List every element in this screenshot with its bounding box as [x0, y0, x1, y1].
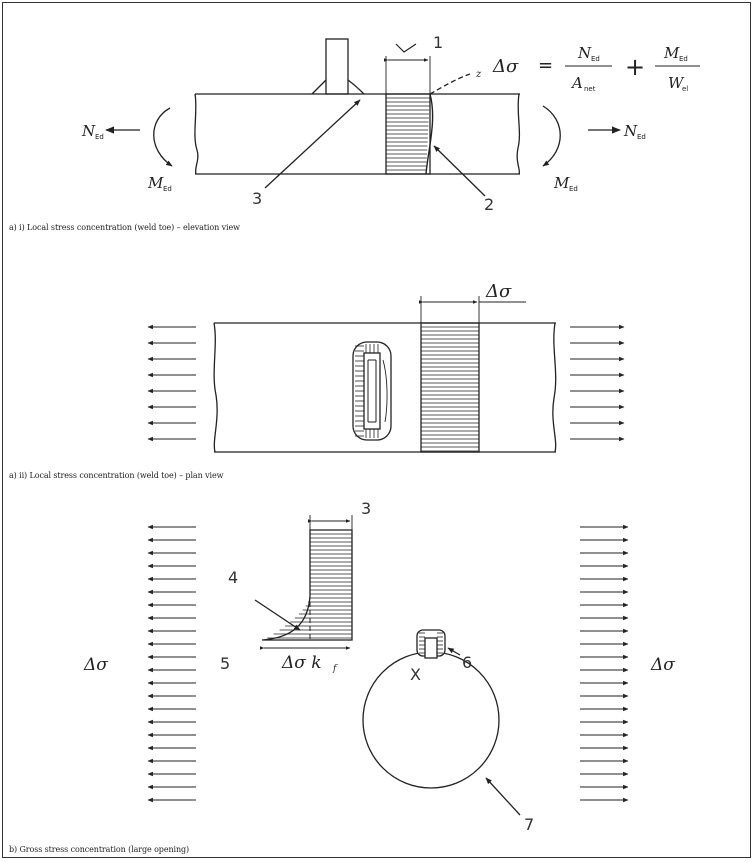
weld-right [347, 79, 365, 95]
panel-b-gross [147, 515, 629, 816]
panel-a2-plan [147, 296, 625, 453]
gross-load-arrows-right [580, 524, 629, 803]
label-1: 1 [433, 33, 443, 52]
label-3-gross: 3 [361, 499, 371, 518]
formula-A-subscript: net [584, 85, 596, 93]
label-4: 4 [228, 568, 238, 587]
formula-N: N [577, 44, 592, 62]
plan-stress-hatching [421, 326, 479, 452]
moment-arc-left [153, 107, 173, 167]
label-3: 3 [252, 189, 262, 208]
gross-delta-sigma-right: Δσ [650, 655, 675, 675]
gross-stress-distribution [261, 529, 353, 641]
N-right-subscript: Ed [637, 133, 646, 141]
formula-W: W [668, 74, 685, 92]
panel-a1-elevation [105, 38, 700, 197]
plan-stress-block [420, 322, 480, 453]
stress-curve [425, 93, 434, 175]
label-7: 7 [524, 815, 534, 834]
local-stress-hatching [355, 344, 379, 438]
local-stress-zone [352, 341, 392, 441]
leader-3 [264, 99, 361, 189]
formula-equals: = [538, 55, 553, 76]
M-right-subscript: Ed [569, 185, 578, 193]
formula-M: M [663, 44, 680, 62]
gross-load-arrows-left [147, 524, 196, 803]
leader-2 [433, 145, 486, 197]
plan-break-right [552, 322, 557, 453]
N-left-symbol: N [81, 122, 96, 140]
formula-delta-sigma: Δσ [492, 56, 519, 77]
leader-7 [485, 777, 521, 816]
plan-delta-sigma: Δσ [485, 281, 512, 302]
N-left-subscript: Ed [95, 133, 104, 141]
label-5: 5 [220, 654, 230, 673]
moment-arc-right [542, 105, 561, 167]
M-left-subscript: Ed [163, 185, 172, 193]
gross-stress-hatching [267, 533, 352, 639]
weld-left [311, 79, 327, 95]
leader-6 [447, 647, 461, 656]
leader-4 [254, 599, 301, 631]
label-6: 6 [462, 653, 472, 672]
caption-a2: a) ii) Local stress concentration (weld … [9, 471, 224, 480]
N-right-symbol: N [623, 122, 638, 140]
attachment-plan [363, 352, 381, 430]
plan-break-left [213, 322, 218, 453]
plan-load-arrows-left [147, 324, 196, 442]
plate-break-left [194, 93, 199, 175]
stress-peak-dashed [429, 73, 471, 95]
formula-A: A [570, 74, 583, 92]
attachment-near-opening [424, 637, 438, 659]
formula-W-subscript: el [682, 85, 688, 93]
M-left-symbol: M [147, 174, 164, 192]
formula-N-subscript: Ed [591, 55, 600, 63]
caption-b: b) Gross stress concentration (large ope… [9, 845, 190, 854]
M-right-symbol: M [553, 174, 570, 192]
label-z: z [475, 69, 482, 80]
plate-break-right [516, 93, 521, 175]
formula-plus: + [625, 53, 645, 81]
label-2: 2 [484, 195, 494, 214]
formula-M-subscript: Ed [679, 55, 688, 63]
label-x: X [410, 665, 421, 684]
large-opening [362, 651, 500, 789]
kf-subscript: f [332, 664, 338, 674]
gross-delta-sigma-kf: Δσ k [281, 653, 322, 673]
gross-delta-sigma-left: Δσ [83, 655, 108, 675]
plan-load-arrows-right [570, 324, 625, 442]
stress-hatching [386, 97, 430, 171]
caption-a1: a) i) Local stress concentration (weld t… [9, 223, 240, 232]
welded-attachment [325, 38, 349, 95]
